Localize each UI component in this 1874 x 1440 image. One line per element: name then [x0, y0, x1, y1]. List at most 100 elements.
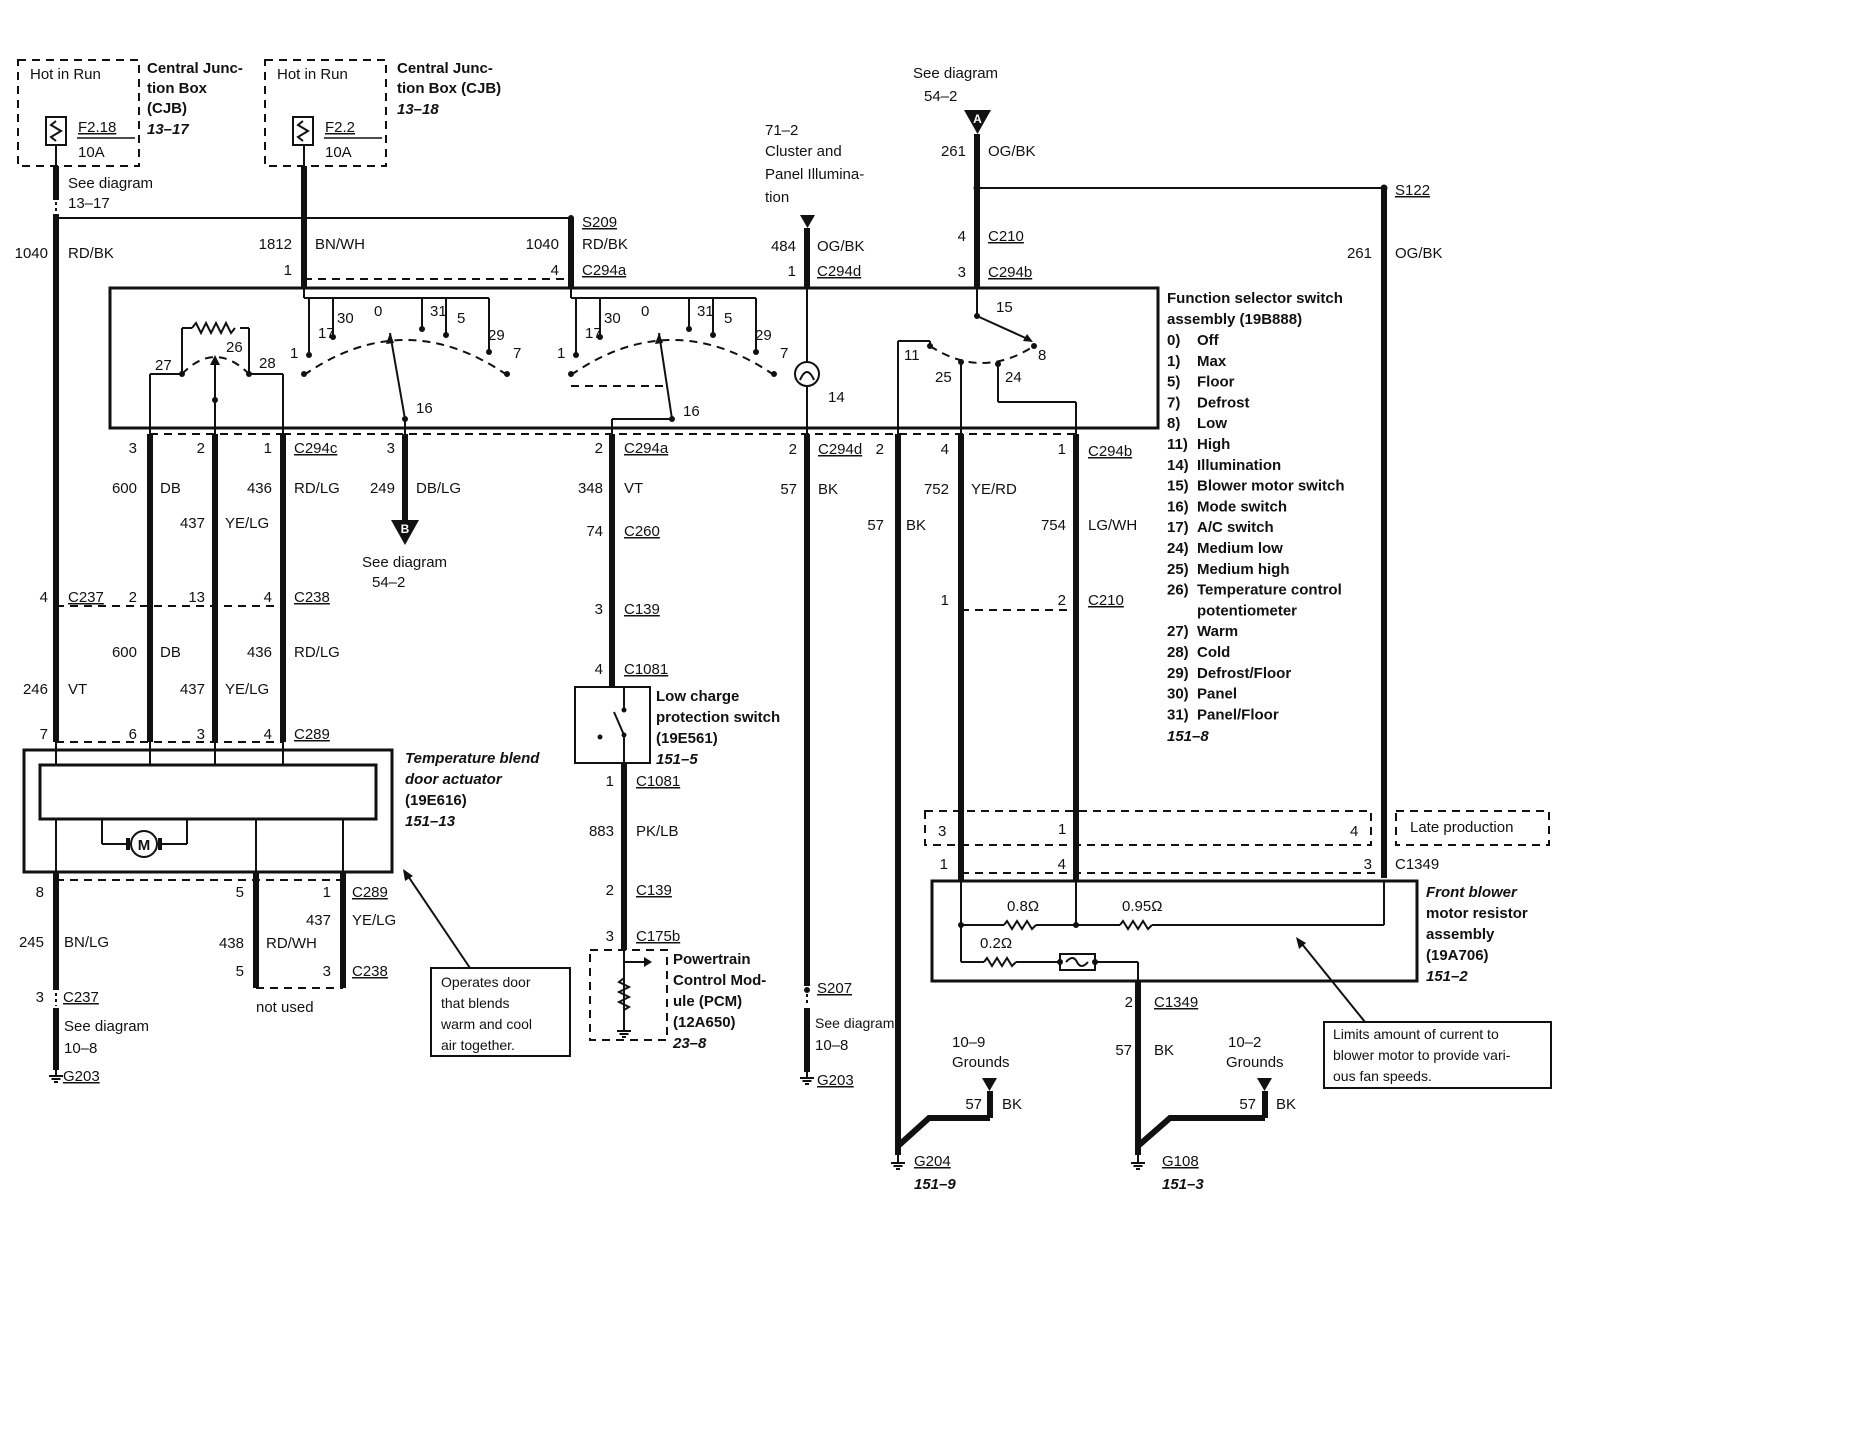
wiper-arrow-icon — [210, 355, 220, 365]
see-diagram-label: See diagram — [64, 1018, 149, 1035]
pin-number: 1 — [264, 440, 272, 457]
callout-blend-door: Operates door that blends warm and cool … — [403, 869, 571, 1057]
pin-label: 1 — [290, 345, 298, 362]
wire-number: 752 — [924, 481, 949, 498]
pin-label: 25 — [935, 369, 952, 386]
wire-number: 600 — [112, 644, 137, 661]
arrow-down-icon — [1257, 1078, 1272, 1091]
pcm-ref: 23–8 — [672, 1035, 707, 1052]
pin-number: 5 — [236, 884, 244, 901]
pin-label: 29 — [755, 327, 772, 344]
connector-letter: A — [973, 112, 982, 126]
actuator-output-wires: 8 5 1 C289 245 BN/LG 437 YE/LG 438 RD/WH… — [19, 872, 396, 1085]
pin-number: 2 — [606, 882, 614, 899]
pin-number: 4 — [941, 441, 949, 458]
resistor-title-3: assembly — [1426, 926, 1495, 943]
wire-number: 57 — [780, 481, 797, 498]
pin-number: 3 — [129, 440, 137, 457]
wire-color: RD/BK — [582, 236, 628, 253]
wire-color: OG/BK — [817, 238, 865, 255]
see-diagram-label: See diagram — [362, 554, 447, 571]
bulb-filament-icon — [799, 371, 815, 381]
wire-number: 437 — [180, 515, 205, 532]
connector-id: C175b — [636, 928, 680, 945]
grounds-label: Grounds — [952, 1054, 1010, 1071]
connector-id: C294a — [582, 262, 627, 279]
ground-g203: G203 — [817, 1072, 854, 1089]
legend-key: 30) — [1167, 686, 1189, 703]
legend-value: Floor — [1197, 374, 1235, 391]
wire-348-low-charge: 2 C294a 348 VT 74 C260 3 C139 4 C1081 Lo… — [574, 434, 780, 1052]
wire-number: 436 — [247, 480, 272, 497]
resistor-value: 0.2Ω — [980, 935, 1012, 952]
legend-value: Panel — [1197, 686, 1237, 703]
pin-number: 3 — [958, 264, 966, 281]
wiring-diagram: Hot in Run F2.18 10A Central Junc- tion … — [15, 59, 1552, 1193]
wire-261-right: 261 OG/BK — [1347, 188, 1443, 878]
wire-57-illumination-ground: 2 C294d 57 BK S207 See diagram 10–8 G203 — [780, 434, 894, 1089]
wire-color: OG/BK — [988, 143, 1036, 160]
cjb-ref: 13–17 — [147, 121, 189, 138]
wire-color: VT — [624, 480, 643, 497]
fuse-icon — [49, 120, 63, 142]
legend-key: 8) — [1167, 415, 1180, 432]
callout-line: that blends — [441, 995, 510, 1011]
pin-number: 1 — [1058, 441, 1066, 458]
pin-number: 4 — [264, 589, 272, 606]
grounds-ref: 10–2 — [1228, 1034, 1261, 1051]
legend-key: 0) — [1167, 332, 1180, 349]
connector-id: C237 — [63, 989, 99, 1006]
pin-label: 0 — [641, 303, 649, 320]
wire-color: RD/LG — [294, 480, 340, 497]
resistor-value: 0.8Ω — [1007, 898, 1039, 915]
ground-ref: 151–3 — [1162, 1176, 1204, 1193]
connector-letter: B — [401, 522, 410, 536]
wire-number: 57 — [965, 1096, 982, 1113]
actuator-title-3: (19E616) — [405, 792, 467, 809]
illum-label-2: Panel Illumina- — [765, 166, 864, 183]
callout-line: blower motor to provide vari- — [1333, 1047, 1511, 1063]
connector-id: C238 — [294, 589, 330, 606]
connector-id: C260 — [624, 523, 660, 540]
illumination-bulb: 14 — [794, 288, 845, 434]
legend-value: Blower motor switch — [1197, 478, 1345, 495]
ground-g204: G204 — [914, 1153, 951, 1170]
pin-number: 7 — [40, 726, 48, 743]
wire-color: YE/LG — [225, 681, 269, 698]
pin-label: 5 — [724, 310, 732, 327]
legend-value: High — [1197, 436, 1230, 453]
pin-number: 13 — [188, 589, 205, 606]
see-diagram-ref: 10–8 — [815, 1037, 848, 1054]
pin-label: 31 — [430, 303, 447, 320]
legend-key: 29) — [1167, 665, 1189, 682]
wire-number: 57 — [1115, 1042, 1132, 1059]
wire-number: 245 — [19, 934, 44, 951]
legend-value: Max — [1197, 353, 1227, 370]
wire-color: LG/WH — [1088, 517, 1137, 534]
cjb-fuse-f2-2: Hot in Run F2.2 10A Central Junc- tion B… — [264, 59, 501, 167]
pin-label: 30 — [604, 310, 621, 327]
wire-number: 883 — [589, 823, 614, 840]
cjb2-title-line1: Central Junc- — [397, 60, 493, 77]
see-diagram-ref: 10–8 — [64, 1040, 97, 1057]
resistor-value: 0.95Ω — [1122, 898, 1162, 915]
pin-label: 31 — [697, 303, 714, 320]
wire-number: 249 — [370, 480, 395, 497]
illum-label-1: Cluster and — [765, 143, 842, 160]
pcm-title-1: Powertrain — [673, 951, 751, 968]
splice-s122: S122 — [1395, 182, 1430, 199]
pin-number: 3 — [606, 928, 614, 945]
front-blower-motor-resistor-assembly: 0.8Ω 0.95Ω 0.2Ω Front blower motor resis… — [930, 879, 1528, 985]
connector-id: C294b — [1088, 443, 1132, 460]
wire-color: DB/LG — [416, 480, 461, 497]
see-diagram-ref: 54–2 — [924, 88, 957, 105]
cjb2-ref: 13–18 — [397, 101, 439, 118]
lcps-title-1: Low charge — [656, 688, 739, 705]
connector-id: C1349 — [1154, 994, 1198, 1011]
pin-number: 2 — [876, 441, 884, 458]
see-diagram-label: See diagram — [68, 175, 153, 192]
temperature-blend-door-actuator: M Temperature blend door actuator (19E61… — [22, 742, 540, 874]
wire-color: YE/LG — [225, 515, 269, 532]
cjb-title-line3: (CJB) — [147, 100, 187, 117]
legend-value: Illumination — [1197, 457, 1281, 474]
